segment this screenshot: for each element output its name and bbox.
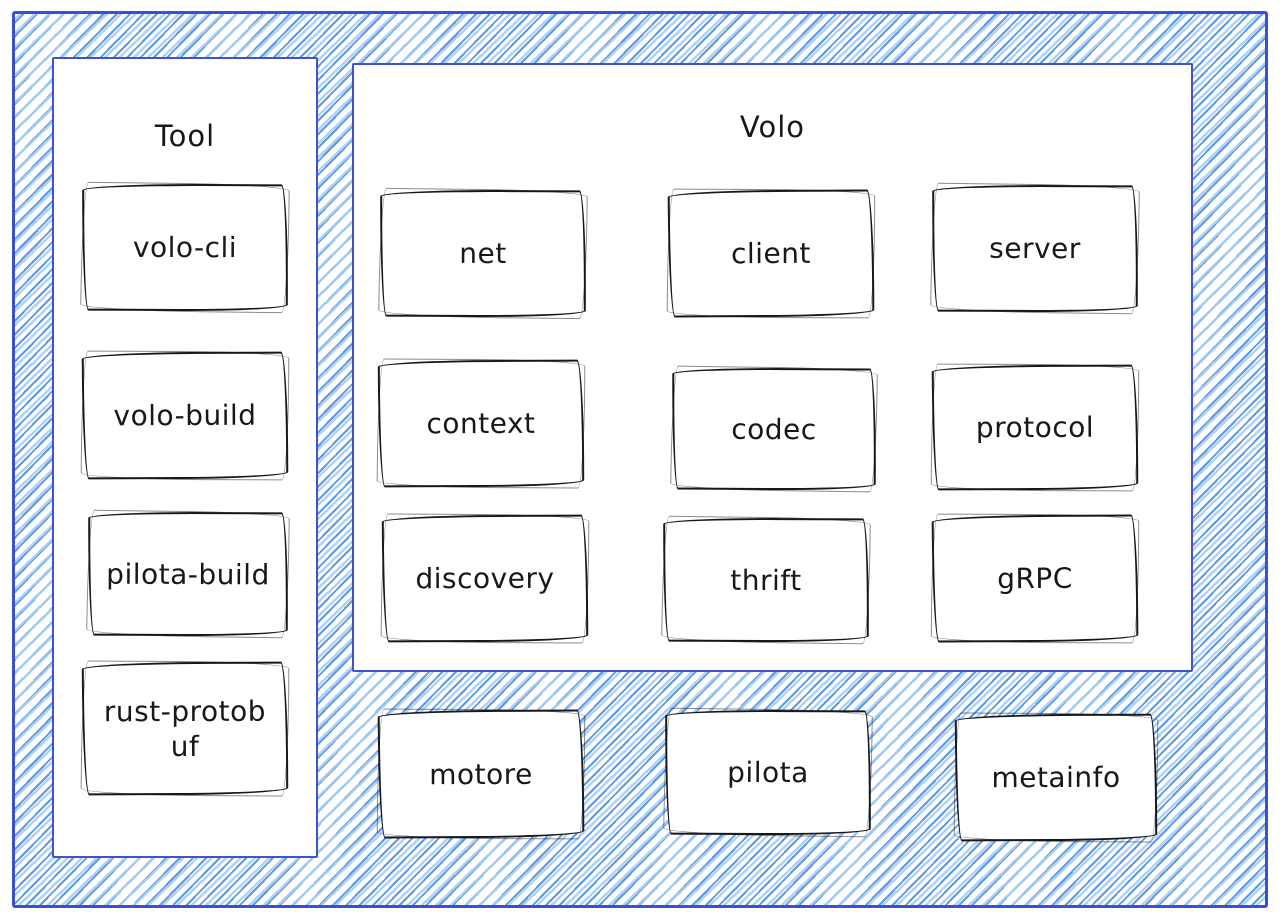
- volo-box: server: [931, 184, 1139, 313]
- volo-box-grid: net client server context codec protocol disco…: [354, 65, 1191, 670]
- volo-box: discovery: [381, 514, 589, 643]
- volo-box-label: protocol: [975, 410, 1095, 445]
- tool-box-label: pilota-build: [106, 557, 270, 591]
- volo-box-label: discovery: [415, 561, 555, 596]
- tool-box: volo-build: [81, 351, 289, 480]
- volo-box: client: [667, 189, 875, 318]
- tool-box-label: volo-build: [113, 398, 257, 433]
- standalone-box: metainfo: [954, 713, 1158, 842]
- volo-box-label: thrift: [730, 563, 802, 597]
- volo-box-label: context: [426, 406, 536, 441]
- standalone-box-label: metainfo: [991, 760, 1121, 795]
- standalone-box-row: motore pilota metainfo: [15, 709, 1265, 860]
- standalone-box: motore: [377, 709, 585, 839]
- volo-box: codec: [671, 367, 877, 491]
- volo-box-label: client: [730, 236, 812, 271]
- volo-panel: Volo net client server context codec protocol…: [352, 63, 1193, 672]
- volo-box: protocol: [931, 364, 1139, 491]
- volo-box: context: [377, 359, 585, 488]
- volo-box-label: net: [459, 236, 507, 271]
- tool-panel-title: Tool: [154, 119, 216, 153]
- tool-box: pilota-build: [87, 511, 289, 637]
- volo-panel-title: Volo: [739, 110, 806, 144]
- volo-box-label: codec: [731, 412, 817, 446]
- volo-box: net: [379, 189, 587, 318]
- standalone-box-label: motore: [429, 757, 533, 791]
- standalone-box: pilota: [664, 709, 872, 836]
- volo-box-label: server: [989, 231, 1081, 266]
- tool-box-label: volo-cli: [132, 230, 238, 265]
- volo-box: gRPC: [931, 514, 1139, 643]
- tool-box: volo-cli: [81, 183, 289, 312]
- standalone-box-label: pilota: [727, 755, 809, 790]
- volo-box-label: gRPC: [997, 561, 1073, 596]
- volo-box: thrift: [662, 517, 870, 643]
